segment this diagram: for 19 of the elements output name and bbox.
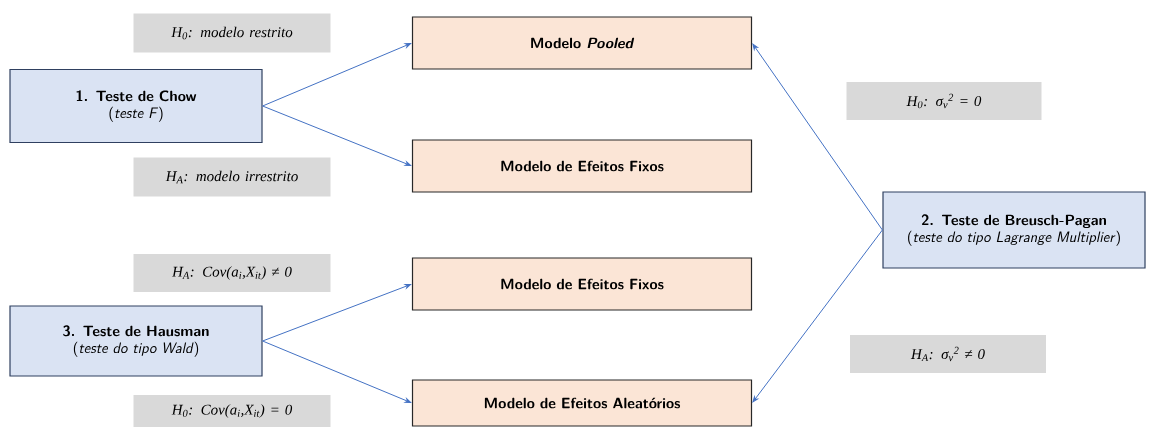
test-box: 1. Teste de Chow (teste F) bbox=[9, 68, 263, 144]
model-box: Modelo de Efeitos Aleatórios bbox=[411, 379, 753, 427]
arrow bbox=[262, 284, 412, 342]
hypothesis-box: H$_{A}$: modelo irrestrito bbox=[133, 157, 331, 197]
hypothesis-box: H$_{A}$: Cov(a$_{i}$,X$_{it}$) ≠ 0 bbox=[133, 254, 331, 292]
test-box: 3. Teste de Hausman (teste do tipo Wald) bbox=[9, 305, 263, 377]
test-box: 2. Teste de Breusch-Pagan (teste do tipo Lagrange Multiplier) bbox=[882, 191, 1146, 269]
hypothesis-box: H$_{0}$: σ$_{v}$$^{2}$ = 0 bbox=[846, 82, 1042, 120]
arrow bbox=[752, 43, 883, 231]
model-box: Modelo de Efeitos Fixos bbox=[411, 139, 753, 193]
model-box: Modelo de Efeitos Fixos bbox=[411, 257, 753, 311]
arrow bbox=[262, 105, 412, 166]
hypothesis-box: H$_{0}$: Cov(a$_{i}$,X$_{it}$) = 0 bbox=[133, 395, 331, 427]
arrow bbox=[262, 340, 412, 403]
model-box: Modelo Pooled bbox=[411, 16, 753, 70]
arrow bbox=[262, 43, 412, 107]
hypothesis-box: H$_{0}$: modelo restrito bbox=[133, 13, 331, 53]
hypothesis-box: H$_{A}$: σ$_{v}$$^{2}$ ≠ 0 bbox=[850, 335, 1046, 373]
arrow bbox=[752, 229, 883, 403]
